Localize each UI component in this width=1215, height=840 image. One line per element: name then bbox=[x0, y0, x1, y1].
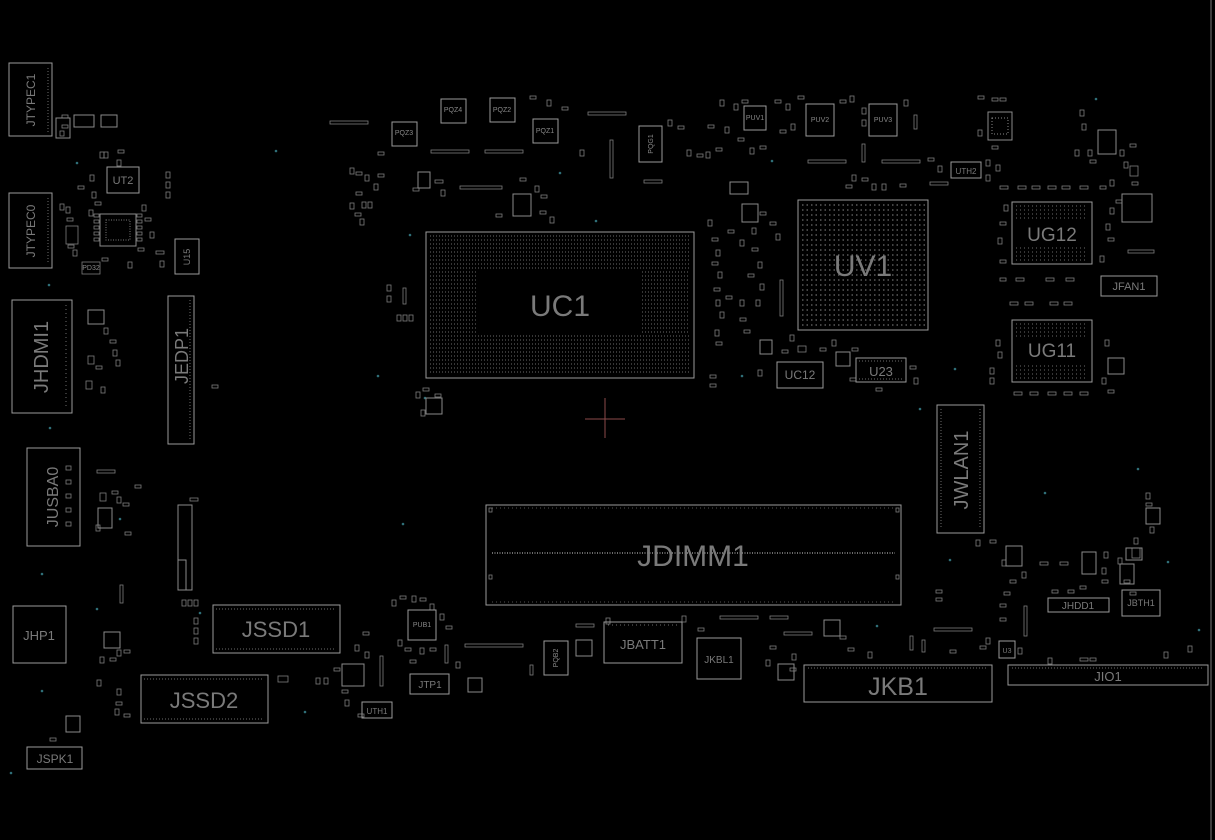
component-jkb1[interactable]: JKB1 bbox=[803, 664, 993, 703]
component-jtypec1[interactable]: JTYPEC1 bbox=[8, 62, 53, 137]
label-jbatt1: JBATT1 bbox=[620, 637, 666, 652]
label-ut2: UT2 bbox=[113, 175, 134, 187]
misc-packages bbox=[55, 111, 1161, 733]
label-jtp1: JTP1 bbox=[418, 680, 442, 691]
component-uth2[interactable]: UTH2 bbox=[950, 161, 982, 179]
vias bbox=[9, 97, 1201, 775]
label-uth1: UTH1 bbox=[367, 707, 388, 716]
component-ug12[interactable]: UG12 bbox=[1011, 201, 1093, 265]
component-jbatt1[interactable]: JBATT1 bbox=[603, 621, 683, 664]
label-uth2: UTH2 bbox=[956, 167, 977, 176]
label-jspk1: JSPK1 bbox=[37, 752, 74, 766]
label-pqb2: PQB2 bbox=[553, 649, 560, 668]
component-jedp1[interactable]: JEDP1 bbox=[167, 295, 195, 445]
component-pqz1[interactable]: PQZ1 bbox=[532, 118, 559, 144]
component-u3[interactable]: U3 bbox=[998, 640, 1016, 659]
component-uv1[interactable]: UV1 bbox=[797, 199, 929, 331]
component-jusba0[interactable]: JUSBA0 bbox=[26, 447, 81, 547]
label-ug11: UG11 bbox=[1028, 341, 1076, 362]
label-jhp1: JHP1 bbox=[23, 628, 55, 643]
label-jkbl1: JKBL1 bbox=[704, 655, 734, 666]
component-jtypec0[interactable]: JTYPEC0 bbox=[8, 192, 53, 269]
label-jssd2: JSSD2 bbox=[170, 688, 238, 713]
passive-components bbox=[49, 95, 1193, 742]
label-puv2: PUV2 bbox=[811, 117, 829, 124]
component-jspk1[interactable]: JSPK1 bbox=[26, 746, 83, 770]
component-jwlan1[interactable]: JWLAN1 bbox=[936, 404, 985, 534]
label-jhdd1: JHDD1 bbox=[1062, 601, 1095, 612]
component-jssd1[interactable]: JSSD1 bbox=[212, 604, 341, 654]
component-ut2-package: PD32 bbox=[65, 213, 143, 275]
label-pqg: PQG1 bbox=[648, 134, 655, 154]
label-uc12: UC12 bbox=[785, 368, 816, 382]
component-jhdd1[interactable]: JHDD1 bbox=[1047, 597, 1110, 613]
component-jfan1[interactable]: JFAN1 bbox=[1100, 275, 1158, 297]
component-jhdmi1[interactable]: JHDMI1 bbox=[11, 299, 73, 414]
component-jbth1[interactable]: JBTH1 bbox=[1121, 589, 1161, 617]
component-pqz2[interactable]: PQZ2 bbox=[489, 97, 516, 123]
svg-text:PD32: PD32 bbox=[82, 265, 100, 272]
component-uc1[interactable]: UC1 bbox=[425, 231, 695, 379]
component-jdimm1[interactable]: JDIMM1 bbox=[485, 504, 902, 606]
component-jssd2[interactable]: JSSD2 bbox=[140, 674, 269, 724]
component-puv2[interactable]: PUV2 bbox=[805, 103, 835, 137]
component-ut2[interactable]: UT2 bbox=[106, 166, 140, 194]
component-u23[interactable]: U23 bbox=[855, 357, 907, 383]
component-jtp1[interactable]: JTP1 bbox=[409, 673, 450, 695]
label-pqz2: PQZ2 bbox=[493, 107, 511, 114]
label-pqz1: PQZ1 bbox=[536, 128, 554, 135]
label-jfan1: JFAN1 bbox=[1112, 281, 1145, 293]
label-pub1: PUB1 bbox=[413, 622, 431, 629]
label-pqz4: PQZ4 bbox=[444, 107, 462, 114]
component-pqb2[interactable]: PQB2 bbox=[543, 640, 569, 676]
component-ug11[interactable]: UG11 bbox=[1011, 319, 1093, 383]
component-pqz4[interactable]: PQZ4 bbox=[440, 98, 467, 124]
label-uv1: UV1 bbox=[834, 250, 892, 283]
label-puv3: PUV3 bbox=[874, 117, 892, 124]
label-jwlan1: JWLAN1 bbox=[951, 431, 973, 510]
label-jdimm1: JDIMM1 bbox=[637, 540, 749, 573]
component-pub1[interactable]: PUB1 bbox=[407, 609, 437, 641]
label-jtypec1: JTYPEC1 bbox=[24, 73, 38, 126]
component-uth1[interactable]: UTH1 bbox=[361, 701, 393, 719]
label-jedp1: JEDP1 bbox=[172, 328, 192, 384]
label-jkb1: JKB1 bbox=[868, 673, 928, 701]
component-puv3[interactable]: PUV3 bbox=[868, 103, 898, 137]
label-u15: U15 bbox=[182, 249, 192, 266]
label-jio1: JIO1 bbox=[1094, 669, 1121, 684]
label-u23: U23 bbox=[869, 364, 893, 379]
component-puv1[interactable]: PUV1 bbox=[743, 105, 767, 131]
label-u3: U3 bbox=[1003, 648, 1012, 655]
label-jtypec0: JTYPEC0 bbox=[24, 204, 38, 257]
label-ug12: UG12 bbox=[1027, 225, 1077, 246]
label-puv1: PUV1 bbox=[746, 115, 764, 122]
component-pqz3[interactable]: PQZ3 bbox=[391, 121, 418, 147]
label-jhdmi1: JHDMI1 bbox=[31, 321, 53, 393]
crosshair-cursor-icon bbox=[585, 398, 625, 438]
component-u15[interactable]: U15 bbox=[174, 238, 200, 275]
component-jkbl1[interactable]: JKBL1 bbox=[696, 637, 742, 680]
label-jusba0: JUSBA0 bbox=[45, 467, 62, 528]
component-jio1[interactable]: JIO1 bbox=[1007, 664, 1209, 686]
component-jhp1[interactable]: JHP1 bbox=[12, 605, 67, 664]
component-uc12[interactable]: UC12 bbox=[776, 361, 824, 389]
component-pqg[interactable]: PQG1 bbox=[638, 125, 663, 163]
label-jbth1: JBTH1 bbox=[1127, 598, 1155, 608]
label-uc1: UC1 bbox=[530, 290, 590, 323]
label-pqz3: PQZ3 bbox=[395, 130, 413, 137]
label-jssd1: JSSD1 bbox=[242, 617, 310, 642]
